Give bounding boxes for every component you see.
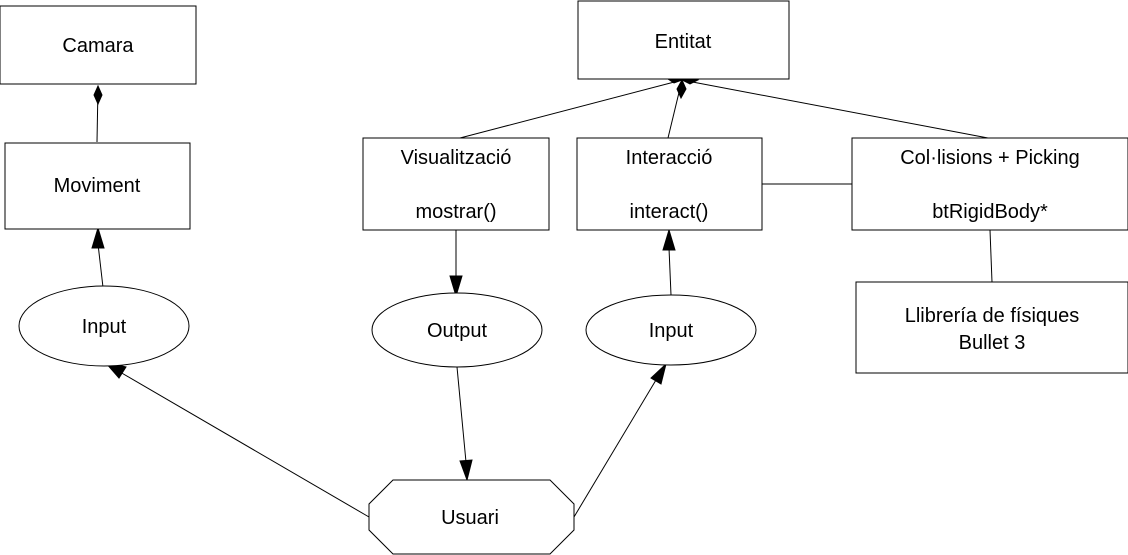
camara-label: Camara — [62, 35, 134, 57]
entitat-label: Entitat — [655, 31, 712, 53]
arrowhead-interaccio — [662, 228, 676, 251]
edge-colisions-entitat — [681, 79, 989, 139]
node-interaccio: Interacció interact() — [576, 137, 763, 231]
llibreria-line1: Llibrería de físiques — [905, 305, 1080, 327]
edge-usuari-input-right — [573, 379, 657, 518]
edge-usuari-input-left — [119, 371, 370, 518]
node-visualitzacio: Visualització mostrar() — [362, 137, 550, 231]
interaccio-method: interact() — [630, 201, 709, 223]
usuari-label: Usuari — [441, 507, 499, 529]
arrowhead-usuari — [459, 459, 473, 482]
input-right-label: Input — [649, 320, 694, 342]
interaccio-label: Interacció — [626, 147, 713, 169]
edge-colisions-llibreria — [989, 229, 993, 283]
node-camara: Camara — [0, 5, 197, 85]
node-input-left: Input — [18, 285, 190, 367]
composition-diamond-camara — [93, 84, 103, 106]
edge-input-interaccio — [668, 247, 672, 296]
llibreria-line2: Bullet 3 — [959, 332, 1026, 354]
edge-visualitzacio-entitat — [459, 79, 683, 139]
output-label: Output — [427, 320, 487, 342]
edge-output-usuari — [456, 366, 467, 463]
visualitzacio-method: mostrar() — [415, 201, 496, 223]
moviment-label: Moviment — [54, 175, 141, 197]
arrowhead-output — [449, 275, 463, 298]
node-input-right: Input — [585, 294, 757, 366]
colisions-member: btRigidBody* — [932, 201, 1048, 223]
node-output: Output — [371, 292, 543, 368]
node-usuari: Usuari — [368, 479, 575, 555]
composition-diamond-interaccio — [676, 78, 687, 100]
node-moviment: Moviment — [4, 142, 191, 230]
node-entitat: Entitat — [577, 0, 790, 80]
node-colisions: Col·lisions + Picking btRigidBody* — [851, 137, 1128, 231]
visualitzacio-label: Visualització — [401, 147, 512, 169]
input-left-label: Input — [82, 316, 127, 338]
colisions-label: Col·lisions + Picking — [900, 147, 1080, 169]
node-llibreria: Llibrería de físiques Bullet 3 — [855, 281, 1128, 374]
arrowhead-input-right — [650, 362, 667, 385]
arrowhead-moviment — [91, 226, 105, 249]
